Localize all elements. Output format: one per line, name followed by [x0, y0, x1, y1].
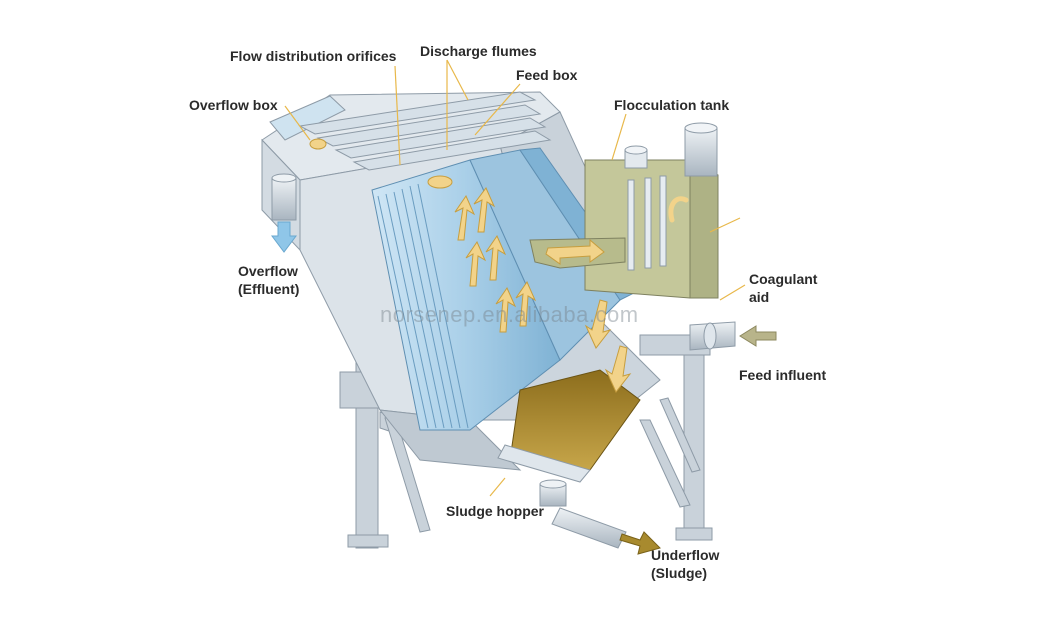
- label-aid: aid: [749, 289, 770, 305]
- label-sludge: (Sludge): [651, 565, 707, 581]
- sludge-hopper-shape: [497, 369, 641, 483]
- flow-arrows: [454, 187, 632, 393]
- watermark: norsenep.en.alibaba.com: [380, 302, 639, 327]
- label-overflow: Overflow: [238, 263, 298, 279]
- label-effluent: (Effluent): [238, 281, 300, 297]
- flocculation-tank-shape: [584, 122, 719, 299]
- label-flocculation-tank: Flocculation tank: [614, 97, 730, 113]
- label-discharge-flumes: Discharge flumes: [420, 43, 537, 59]
- feed-influent-pipe: [689, 321, 736, 351]
- label-feed-box: Feed box: [516, 67, 578, 83]
- floc-arrow: [668, 196, 689, 223]
- overflow-box: [269, 95, 346, 221]
- leader-lines: [284, 59, 746, 497]
- feed-channel-arrow: [545, 238, 605, 265]
- label-feed-influent: Feed influent: [739, 367, 827, 383]
- orifice-arrows: [309, 138, 453, 189]
- sludge-outflow-arrow: [619, 531, 661, 555]
- label-overflow-box: Overflow box: [189, 97, 278, 113]
- label-underflow: Underflow: [651, 547, 720, 563]
- feed-influent-arrow: [739, 325, 777, 347]
- discharge-flumes: [298, 91, 552, 171]
- effluent-arrow: [271, 221, 297, 253]
- label-flow-distribution-orifices: Flow distribution orifices: [230, 48, 397, 64]
- label-sludge-hopper: Sludge hopper: [446, 503, 544, 519]
- underflow-pipe: [539, 479, 627, 549]
- label-coagulant: Coagulant: [749, 271, 818, 287]
